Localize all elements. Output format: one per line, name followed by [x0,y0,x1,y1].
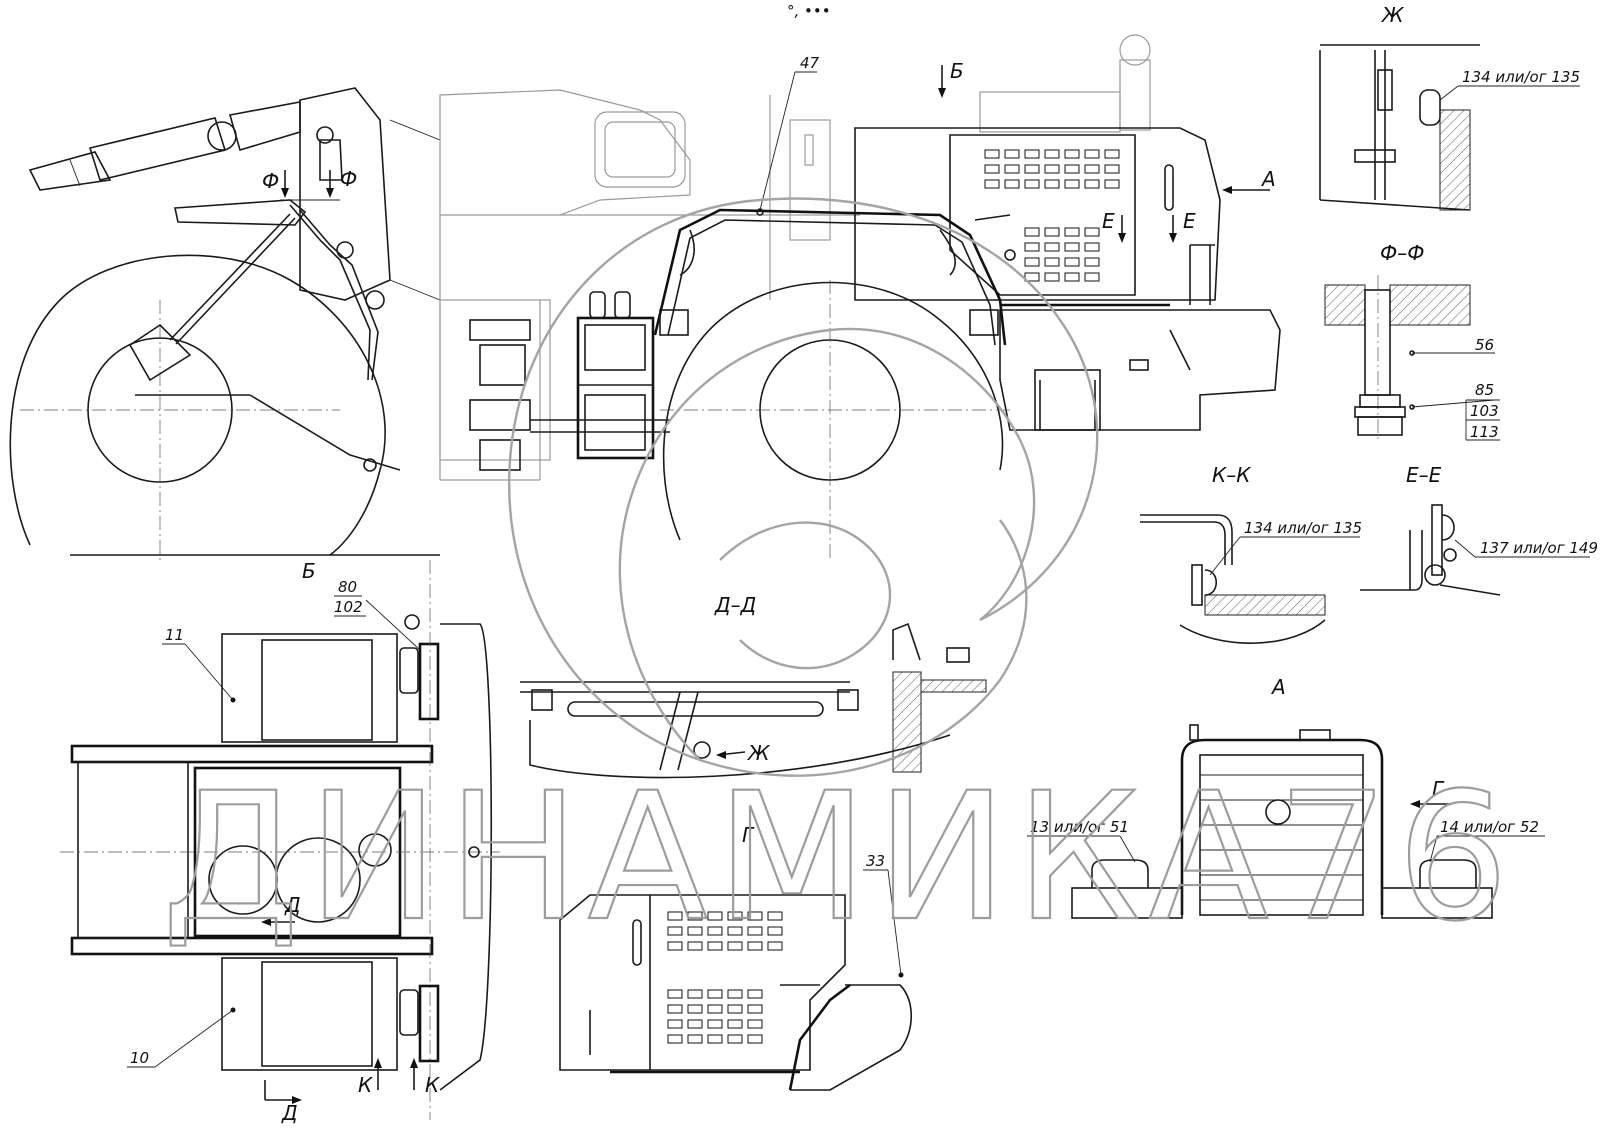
mark-b-top: Б [950,59,964,83]
callout-47: 47 [800,54,820,72]
watermark: ДИНАМИКА76 [161,197,1517,961]
callout-kk-part: 134 или/ог 135 [1244,519,1362,537]
section-ff: Ф–Ф 56 85 103 113 [1324,241,1500,441]
rear-wheel [660,280,1010,560]
hydraulic-cylinder [28,101,301,191]
mark-e-right: Е [1183,209,1196,233]
callout-56: 56 [1475,336,1494,354]
view-title-ff: Ф–Ф [1380,241,1424,265]
callout-33: 33 [866,852,885,870]
view-b: Б 80 102 11 Д 10 [60,559,500,1125]
front-frame [299,87,441,310]
callout-85: 85 [1475,381,1494,399]
view-title-zh: Ж [1380,3,1405,27]
callout-80: 80 [338,578,357,596]
front-fender-bracket [169,199,379,381]
mark-a-side: А [1260,167,1276,191]
callout-11: 11 [165,626,184,644]
drivetrain [469,319,670,471]
view-title-g: Г [742,823,755,847]
main-view-labels: 47 Б Ф Ф А Е Е [262,54,1276,243]
engine-hood [854,34,1221,307]
callout-10: 10 [130,1049,149,1067]
view-g: Г 33 [559,823,912,1091]
mark-d-bottom: Д [281,1101,298,1125]
callout-zh-part: 134 или/ог 135 [1462,68,1580,86]
section-kk: К–К 134 или/ог 135 [1140,463,1362,644]
handrail [653,208,1007,346]
view-title-dd: Д–Д [714,593,756,617]
mark-d-top: Д [284,893,301,917]
section-dd: Д–Д Ж [520,593,987,779]
view-title-kk: К–К [1212,463,1251,487]
mark-f-right: Ф [340,167,357,191]
battery-box [576,291,655,460]
callout-a-left: 13 или/ог 51 [1030,818,1129,836]
callout-ee-part: 137 или/ог 149 [1480,539,1598,557]
rear-body [999,309,1281,431]
mark-g-view-a: Г [1432,777,1445,801]
view-title-a: А [1270,675,1286,699]
section-ee: Е–Е 137 или/ог 149 [1360,463,1598,596]
g-view-grille [667,911,783,1044]
view-title-b: Б [302,559,316,583]
mark-k-right: К [425,1073,440,1097]
mark-f-left: Ф [262,169,279,193]
callout-113: 113 [1470,423,1499,441]
mark-zh: Ж [746,741,771,765]
cab [439,89,860,481]
front-wheel [9,254,440,560]
hood-grille [984,149,1120,282]
view-title-ee: Е–Е [1406,463,1442,487]
view-a: А 13 или/ог 51 14 или/ог 52 Г [1027,675,1545,919]
view-zh: Ж 134 или/ог 135 [1319,3,1580,211]
mark-k-left: К [358,1073,373,1097]
callout-103: 103 [1470,402,1499,420]
callout-a-right: 14 или/ог 52 [1440,818,1539,836]
callout-102: 102 [334,598,363,616]
watermark-text: ДИНАМИКА76 [162,755,1517,960]
side-view [9,34,1281,560]
top-mark: °, ••• [787,2,831,20]
mark-e-left: Е [1102,209,1115,233]
